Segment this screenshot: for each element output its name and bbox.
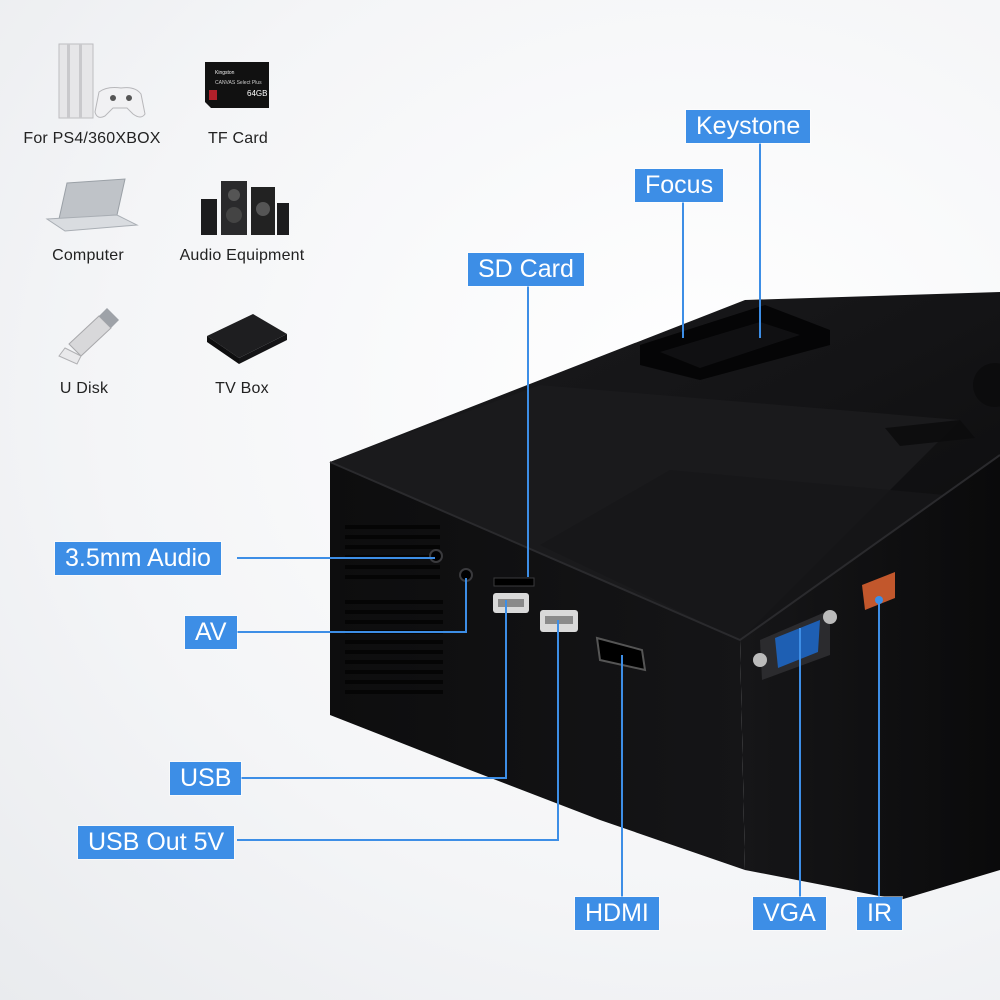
ir-leader <box>878 600 880 898</box>
usb-leader-v <box>505 600 507 779</box>
vga-leader <box>799 628 801 898</box>
av-label: AV <box>185 616 237 649</box>
av-leader-v <box>465 578 467 633</box>
usbout-leader-v <box>557 620 559 841</box>
usb-drive-icon <box>14 302 154 372</box>
device-label: TF Card <box>207 130 269 147</box>
keystone-label: Keystone <box>686 110 811 143</box>
focus-label: Focus <box>635 169 724 202</box>
hdmi-leader <box>621 655 623 898</box>
speaker-system-icon <box>172 175 312 239</box>
vga-label: VGA <box>753 897 826 930</box>
tf-line: CANVAS Select Plus <box>215 80 262 86</box>
tf-card-icon: Kingston CANVAS Select Plus 64GB <box>168 40 308 122</box>
audio-leader <box>237 557 435 559</box>
device-computer: Computer <box>18 175 158 265</box>
device-label: TV Box <box>215 380 269 397</box>
focus-leader <box>682 200 684 338</box>
device-label: For PS4/360XBOX <box>23 130 161 147</box>
usb-leader-h <box>237 777 507 779</box>
tf-brand: Kingston <box>215 70 235 76</box>
keystone-leader <box>759 141 761 338</box>
usbout-leader-h <box>237 839 559 841</box>
sdcard-label: SD Card <box>468 253 584 286</box>
audio-label: 3.5mm Audio <box>55 542 221 575</box>
tv-box-icon <box>172 302 312 372</box>
device-label: Audio Equipment <box>179 247 305 264</box>
tf-capacity: 64GB <box>247 89 267 98</box>
device-tf-card: Kingston CANVAS Select Plus 64GB TF Card <box>168 40 308 148</box>
laptop-icon <box>18 175 158 239</box>
ir-label: IR <box>857 897 902 930</box>
usb-label: USB <box>170 762 242 795</box>
device-tvbox: TV Box <box>172 302 312 398</box>
device-ps4: For PS4/360XBOX <box>22 40 162 148</box>
av-leader-h <box>237 631 467 633</box>
device-label: Computer <box>52 247 124 264</box>
game-console-icon <box>22 40 162 122</box>
sdcard-leader <box>527 285 529 577</box>
device-label: U Disk <box>59 380 109 397</box>
hdmi-label: HDMI <box>575 897 659 930</box>
usbout-label: USB Out 5V <box>78 826 235 859</box>
device-udisk: U Disk <box>14 302 154 398</box>
device-audio: Audio Equipment <box>172 175 312 265</box>
